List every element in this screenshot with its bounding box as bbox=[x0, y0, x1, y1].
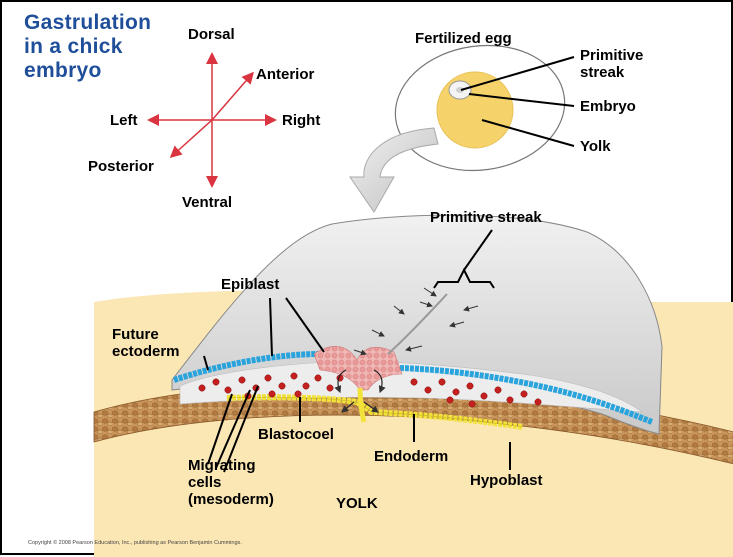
label-future-ectoderm-2: ectoderm bbox=[112, 343, 180, 360]
label-migrating-2: cells bbox=[188, 474, 221, 491]
fertilized-egg-drawing bbox=[387, 35, 574, 181]
label-egg-primitive-streak-1: Primitive bbox=[580, 47, 643, 64]
label-yolk: Yolk bbox=[580, 138, 611, 155]
label-right: Right bbox=[282, 112, 320, 129]
label-yolk-section: YOLK bbox=[336, 495, 378, 512]
label-future-ectoderm-1: Future bbox=[112, 326, 159, 343]
label-migrating-1: Migrating bbox=[188, 457, 256, 474]
label-dorsal: Dorsal bbox=[188, 26, 235, 43]
label-embryo: Embryo bbox=[580, 98, 636, 115]
label-blastocoel: Blastocoel bbox=[258, 426, 334, 443]
copyright-notice: Copyright © 2008 Pearson Education, Inc.… bbox=[28, 540, 242, 546]
label-ventral: Ventral bbox=[182, 194, 232, 211]
diagram-title: Gastrulation in a chick embryo bbox=[24, 11, 184, 83]
label-left: Left bbox=[110, 112, 138, 129]
label-fertilized-egg: Fertilized egg bbox=[415, 30, 512, 47]
label-migrating-3: (mesoderm) bbox=[188, 491, 274, 508]
label-posterior: Posterior bbox=[88, 158, 154, 175]
title-line-1: Gastrulation bbox=[24, 11, 184, 35]
label-egg-primitive-streak-2: streak bbox=[580, 64, 624, 81]
label-anterior: Anterior bbox=[256, 66, 314, 83]
title-line-3: embryo bbox=[24, 59, 184, 83]
label-epiblast: Epiblast bbox=[221, 276, 279, 293]
label-primitive-streak: Primitive streak bbox=[430, 209, 542, 226]
label-endoderm: Endoderm bbox=[374, 448, 448, 465]
curved-arrow bbox=[350, 128, 438, 212]
label-hypoblast: Hypoblast bbox=[470, 472, 543, 489]
title-line-2: in a chick bbox=[24, 35, 184, 59]
